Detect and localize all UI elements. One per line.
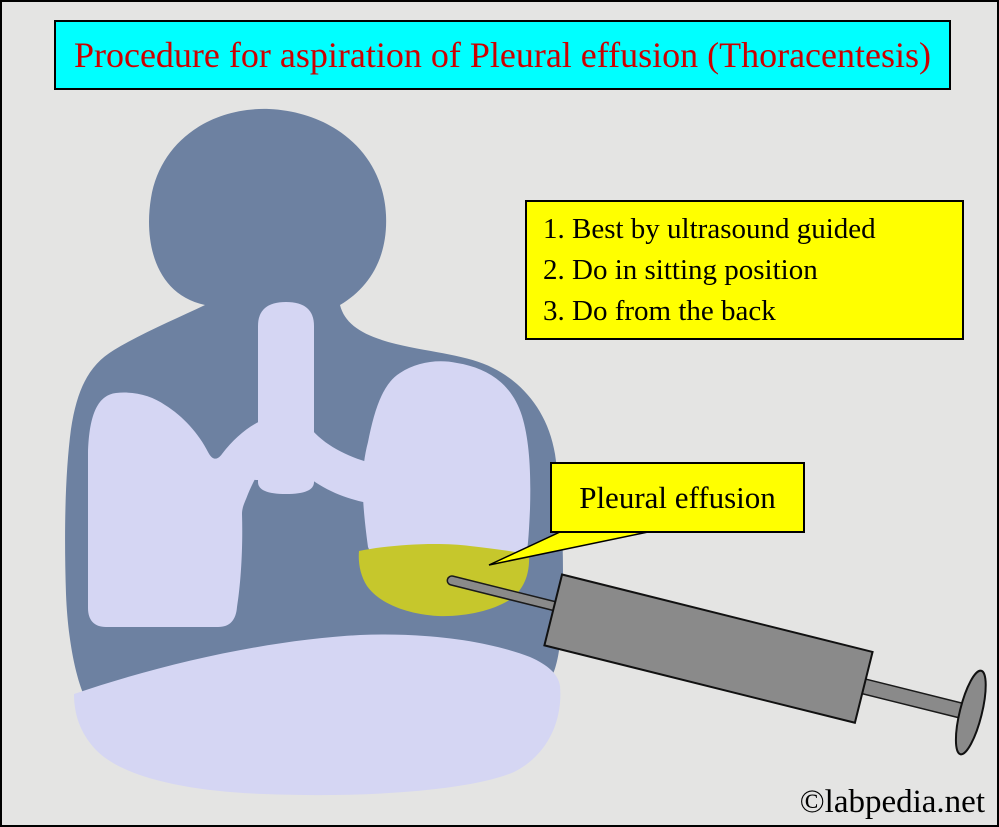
effusion-callout-text: Pleural effusion — [579, 479, 776, 515]
pleural-effusion-fluid — [358, 543, 530, 617]
title-text: Procedure for aspiration of Pleural effu… — [73, 35, 932, 75]
syringe-barrel — [543, 573, 874, 724]
abdomen — [74, 634, 561, 796]
left-lung — [88, 392, 286, 627]
right-bronchus — [312, 430, 374, 504]
effusion-callout-label: Pleural effusion — [550, 462, 805, 533]
title-banner: Procedure for aspiration of Pleural effu… — [54, 20, 951, 90]
instruction-line: 3. Do from the back — [543, 295, 776, 327]
syringe-plunger-handle — [954, 669, 987, 756]
instructions-box: 1. Best by ultrasound guided 2. Do in si… — [525, 200, 964, 340]
watermark-text: ©labpedia.net — [799, 784, 985, 820]
watermark: ©labpedia.net — [800, 784, 985, 821]
right-lung — [362, 361, 531, 556]
instruction-line: 1. Best by ultrasound guided — [543, 213, 876, 245]
trachea — [258, 302, 314, 494]
syringe — [446, 573, 987, 756]
instruction-line: 2. Do in sitting position — [543, 254, 818, 286]
syringe-plunger-rod — [859, 677, 966, 720]
